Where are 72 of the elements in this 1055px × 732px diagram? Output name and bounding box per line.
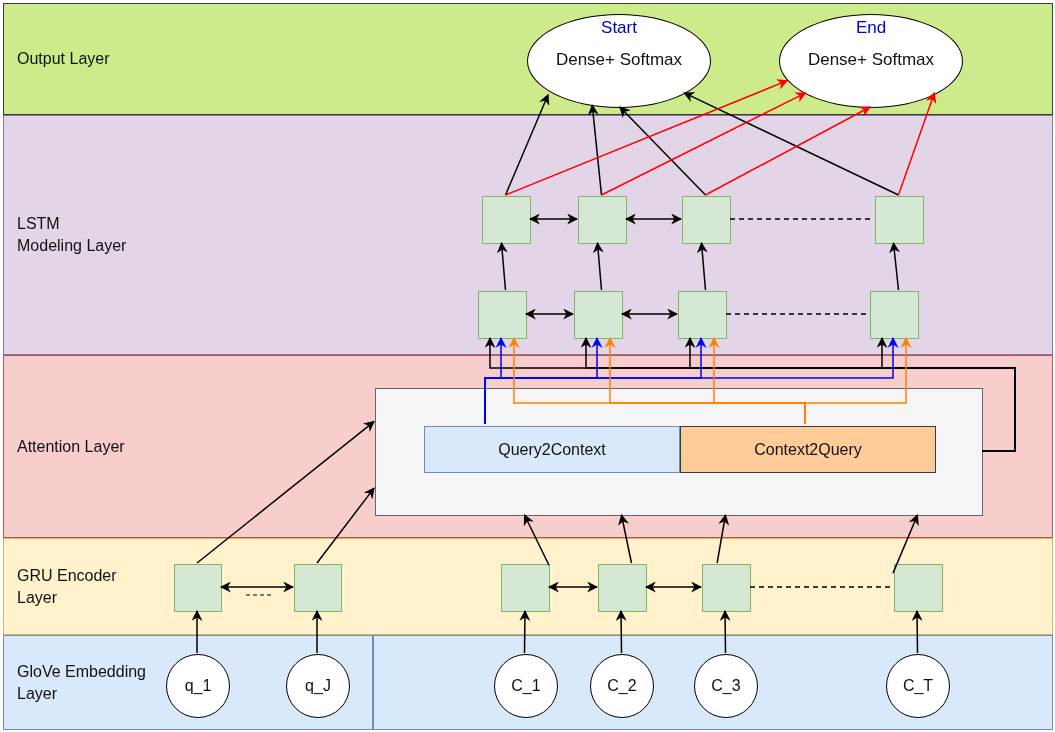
arrow: [876, 336, 1016, 452]
token-label: C_2: [607, 677, 637, 695]
arrow: [889, 241, 900, 291]
layer-label: GloVe Embedding Layer: [17, 661, 147, 704]
token-label: q_1: [184, 677, 212, 695]
arrow: [496, 241, 508, 291]
arrow: [519, 609, 531, 654]
layer-band: [3, 3, 1053, 115]
gru-cell: [501, 564, 550, 612]
gru-cell: [294, 564, 342, 612]
layer-label: Output Layer: [17, 49, 110, 70]
token-label: C_3: [711, 677, 741, 695]
layer-label: GRU Encoder Layer: [17, 565, 118, 608]
output-label: Dense+ Softmax: [554, 50, 684, 70]
output-label: Dense+ Softmax: [806, 50, 936, 70]
layer-label: LSTM Modeling Layer: [17, 214, 128, 256]
lstm-cell: [870, 291, 919, 339]
lstm-cell: [478, 291, 527, 339]
lstm-cell: [875, 196, 924, 244]
arrow: [592, 241, 604, 291]
gru-cell: [598, 564, 647, 612]
embedding-band: [373, 635, 1053, 730]
arrow: [528, 213, 579, 225]
output-heading: End: [854, 18, 888, 38]
arrow: [704, 106, 871, 196]
arrow: [504, 93, 550, 196]
layer-band: [3, 635, 373, 730]
arrow: [897, 91, 937, 196]
arrow: [644, 581, 703, 593]
token-label: C_1: [511, 677, 541, 695]
gru-cell: [894, 564, 943, 612]
attention-box: [375, 388, 983, 516]
gru-cell: [702, 564, 751, 612]
arrow: [523, 514, 550, 567]
arrow: [696, 241, 708, 291]
arrow: [719, 609, 731, 654]
arrow: [311, 609, 323, 654]
arrow: [620, 308, 679, 320]
token-label: q_J: [305, 677, 331, 695]
arrow: [219, 581, 295, 593]
token-label: C_T: [902, 677, 934, 695]
block-label: Context2Query: [754, 440, 862, 459]
lstm-cell: [682, 196, 731, 244]
arrow: [316, 487, 375, 564]
lstm-cell: [578, 196, 627, 244]
layer-label: Attention Layer: [17, 436, 125, 457]
arrow: [191, 609, 203, 654]
arrow: [524, 308, 575, 320]
arrow: [716, 513, 730, 564]
arrow: [504, 79, 789, 196]
arrow: [683, 92, 900, 196]
attention-block: [680, 426, 936, 473]
layer-band: [3, 115, 1053, 355]
arrow: [587, 104, 603, 196]
lstm-cell: [574, 291, 623, 339]
arrow: [911, 609, 923, 654]
arrow: [196, 420, 375, 564]
arrow: [624, 213, 683, 225]
arrow: [615, 609, 627, 654]
gru-cell: [174, 564, 222, 612]
arrow: [619, 106, 707, 196]
layer-band: [3, 355, 1053, 538]
arrow: [547, 581, 599, 593]
arrow: [618, 513, 633, 564]
attention-block: [424, 426, 680, 473]
arrow: [892, 514, 919, 574]
lstm-cell: [678, 291, 727, 339]
block-label: Query2Context: [498, 440, 606, 459]
output-heading: Start: [600, 18, 638, 38]
lstm-cell: [482, 196, 531, 244]
arrow: [600, 92, 807, 196]
layer-band: [3, 538, 1053, 635]
